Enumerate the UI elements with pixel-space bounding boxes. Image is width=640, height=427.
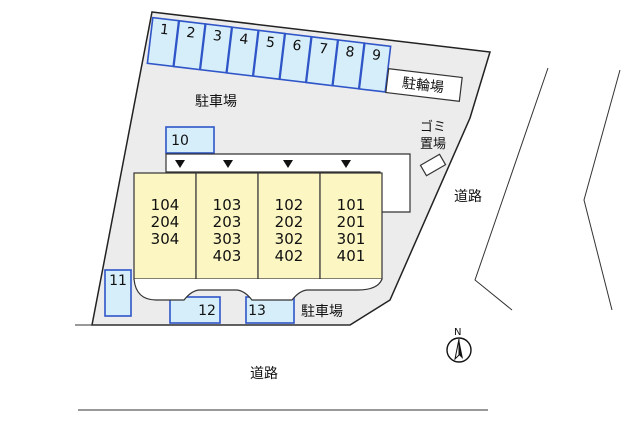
unit-number: 303	[213, 230, 242, 248]
parking-slot-group: 5	[252, 29, 286, 81]
unit-number: 401	[337, 247, 366, 265]
parking-slot-number: 12	[198, 303, 216, 319]
parking-slot-10	[165, 126, 215, 154]
parking-slot-number: 3	[212, 28, 223, 45]
parking-slot-number: 2	[186, 25, 197, 42]
unit-number: 304	[151, 230, 180, 248]
parking-slot-group: 3	[199, 23, 233, 74]
road-east-edge-left	[474, 67, 549, 311]
unit-number: 102	[275, 196, 304, 214]
unit-labels-104: 104 204 304	[151, 196, 180, 248]
parking-slot-13	[245, 296, 295, 324]
unit-number: 302	[275, 230, 304, 248]
parking-slot	[358, 42, 392, 93]
parking-slot-number: 13	[248, 303, 266, 319]
unit-labels-101: 101 201 301 401	[337, 196, 366, 265]
unit-number: 202	[275, 213, 304, 231]
unit-number: 204	[151, 213, 180, 231]
building-102	[257, 172, 321, 280]
parking-slot-group: 6	[278, 32, 313, 84]
parking-slot-number: 7	[318, 41, 329, 58]
building-101	[319, 172, 383, 280]
entrance-marker	[175, 160, 185, 168]
parking-slot-number: 5	[265, 34, 276, 51]
unit-number: 103	[213, 196, 242, 214]
road-south-label: 道路	[250, 366, 278, 382]
parking-slot-group: 1	[146, 16, 180, 68]
parking-slot-number: 1	[159, 22, 170, 39]
unit-number: 402	[275, 247, 304, 265]
parking-north-label: 駐車場	[195, 93, 237, 110]
parking-slot-group: 4	[225, 26, 260, 77]
unit-number: 203	[213, 213, 242, 231]
parking-slot-11	[104, 269, 132, 317]
parking-slot-number: 11	[109, 273, 127, 289]
bicycle-parking-label: 駐輪場	[401, 74, 445, 96]
entrance-marker	[283, 160, 293, 168]
garbage-label-line2: 置場	[420, 137, 446, 152]
parking-slot-number: 4	[239, 31, 250, 48]
building-104	[133, 172, 197, 280]
parking-slot-12	[169, 296, 221, 324]
entrance-marker	[223, 160, 233, 168]
road-east-edge-right	[583, 69, 621, 311]
road-east-label: 道路	[454, 189, 482, 205]
bicycle-parking-area	[385, 68, 463, 102]
parking-slot-group: 2	[172, 19, 207, 71]
north-compass: N	[446, 327, 472, 363]
compass-arrow-right	[459, 339, 463, 359]
unit-number: 403	[213, 247, 242, 265]
building-base-walkway	[133, 278, 383, 301]
unit-labels-103: 103 203 303 403	[213, 196, 242, 265]
parking-slot-number: 8	[345, 44, 356, 61]
unit-labels-102: 102 202 302 402	[275, 196, 304, 265]
parking-slot-group: 8	[331, 39, 366, 90]
garbage-label-line1: ゴミ	[420, 119, 446, 135]
unit-number: 104	[151, 196, 180, 214]
compass-north-label: N	[454, 327, 461, 338]
parking-south-label: 駐車場	[301, 303, 343, 320]
parking-slot-group: 9	[358, 42, 392, 93]
entrance-marker	[341, 160, 351, 168]
unit-number: 101	[337, 196, 366, 214]
parking-slot-number: 6	[292, 38, 303, 55]
building-103	[195, 172, 259, 280]
parking-slot-group: 7	[305, 35, 339, 87]
unit-number: 201	[337, 213, 366, 231]
garbage-area	[419, 153, 447, 177]
unit-number: 301	[337, 230, 366, 248]
building-block	[133, 172, 383, 280]
parking-slot-number: 9	[371, 47, 382, 64]
parking-slot-number: 10	[171, 133, 189, 149]
